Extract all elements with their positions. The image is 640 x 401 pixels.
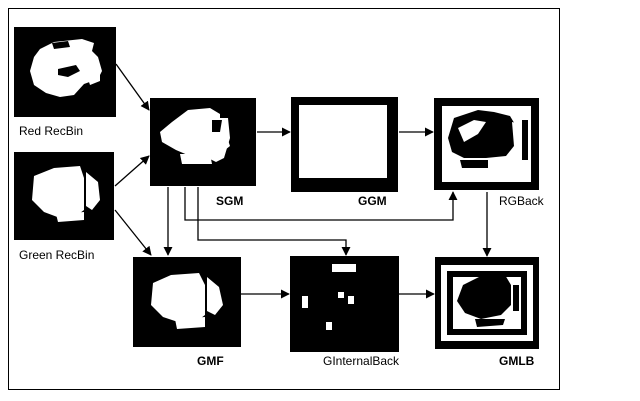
- gmlb-image: [435, 257, 539, 349]
- sgm-label: SGM: [216, 194, 244, 208]
- green-recbin-label: Green RecBin: [19, 248, 95, 262]
- edge-redrecbin-sgm: [115, 63, 150, 111]
- rgback-image: [434, 98, 539, 190]
- edge-greenrecbin-sgm: [114, 155, 150, 187]
- diagram-frame: [8, 8, 560, 390]
- ggm-label: GGM: [358, 194, 387, 208]
- red-recbin-image: [14, 27, 116, 117]
- sgm-image: [150, 98, 256, 186]
- gmlb-label: GMLB: [499, 354, 535, 368]
- edge-greenrecbin-gmf: [114, 209, 152, 256]
- gmf-image: [133, 257, 241, 347]
- rgback-label: RGBack: [499, 194, 544, 208]
- red-recbin-label: Red RecBin: [19, 124, 84, 138]
- edge-sgm-rgback: [184, 187, 458, 221]
- ggm-image: [291, 97, 398, 192]
- gmf-label: GMF: [197, 354, 224, 368]
- ginternalback-image: [290, 256, 399, 352]
- green-recbin-image: [14, 152, 114, 240]
- ginternalback-label: GInternalBack: [323, 354, 400, 368]
- edge-sgm-ginternalback: [197, 187, 351, 256]
